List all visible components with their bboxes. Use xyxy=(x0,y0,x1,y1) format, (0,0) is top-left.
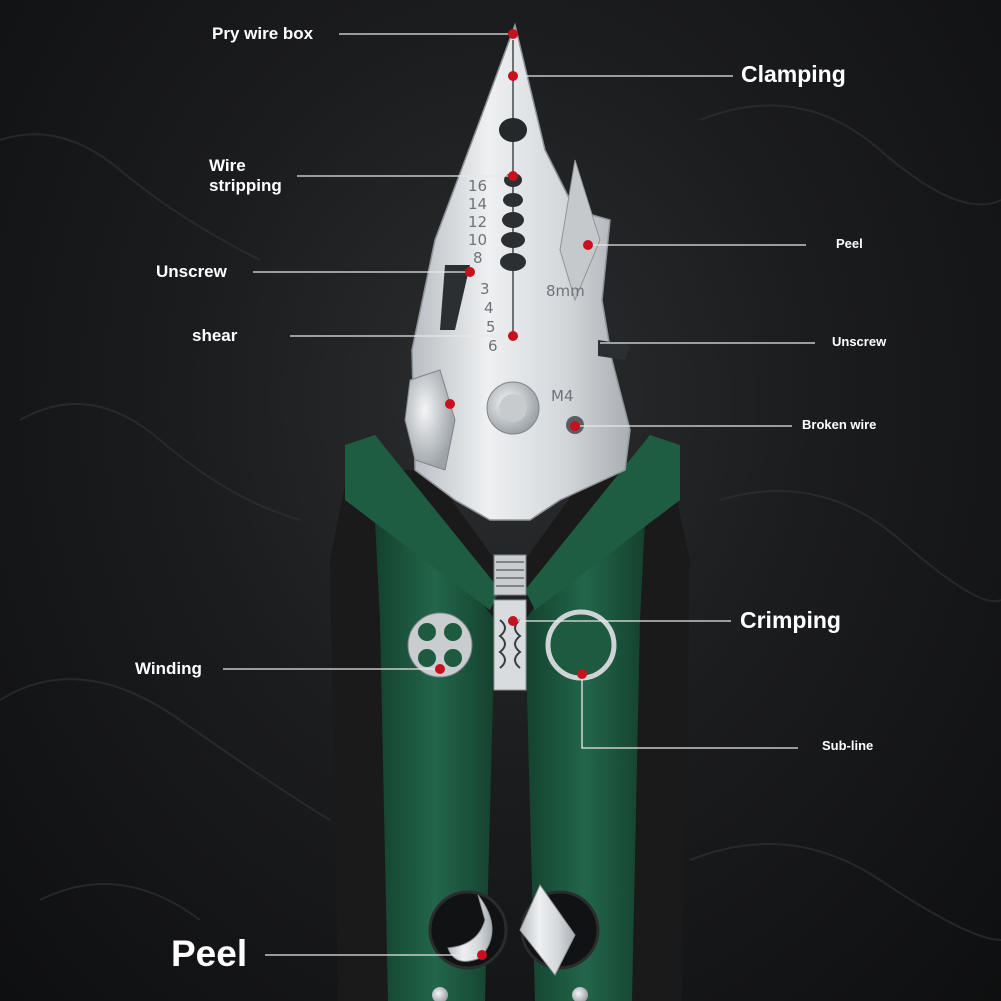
screw-label-5: 5 xyxy=(486,318,496,336)
red-dot-marker-icon xyxy=(508,331,518,341)
label-broken-wire: Broken wire xyxy=(802,417,877,432)
bolt-size-label: 8mm xyxy=(546,282,585,300)
screw-label-6: 6 xyxy=(488,337,498,355)
awg-label-12: 12 xyxy=(468,213,487,231)
red-dot-marker-icon xyxy=(445,399,455,409)
label-wire-stripping-line1: Wire xyxy=(209,156,246,175)
label-peel-bottom: Peel xyxy=(171,933,248,974)
awg-label-16: 16 xyxy=(468,177,487,195)
bottom-peel-blades xyxy=(428,883,600,1001)
screw-label-4: 4 xyxy=(484,299,494,317)
red-dot-marker-icon xyxy=(583,240,593,250)
jaw-head: 16 14 12 10 8 3 4 5 6 8mm M4 xyxy=(404,22,631,691)
label-sub-line: Sub-line xyxy=(822,738,874,753)
label-clamping: Clamping xyxy=(741,61,846,87)
red-dot-marker-icon xyxy=(435,664,445,674)
screw-label-3: 3 xyxy=(480,280,490,298)
red-markers xyxy=(435,29,593,960)
red-dot-marker-icon xyxy=(477,950,487,960)
label-crimping: Crimping xyxy=(740,607,841,633)
screw-thread-label: M4 xyxy=(551,387,574,405)
awg-label-10: 10 xyxy=(468,231,487,249)
label-wire-stripping-line2: stripping xyxy=(209,175,282,195)
red-dot-marker-icon xyxy=(508,71,518,81)
screw-scale: 3 4 5 6 xyxy=(480,280,498,355)
label-peel-top: Peel xyxy=(836,236,863,251)
label-unscrew-left: Unscrew xyxy=(156,262,227,281)
red-dot-marker-icon xyxy=(570,421,580,431)
label-pry-wire-box: Pry wire box xyxy=(212,24,314,43)
red-dot-marker-icon xyxy=(577,669,587,679)
red-dot-marker-icon xyxy=(508,29,518,39)
label-unscrew-right: Unscrew xyxy=(832,334,887,349)
awg-label-14: 14 xyxy=(468,195,487,213)
red-dot-marker-icon xyxy=(465,267,475,277)
awg-label-8: 8 xyxy=(473,249,483,267)
callout-line xyxy=(581,674,798,749)
red-dot-marker-icon xyxy=(508,171,518,181)
label-winding: Winding xyxy=(135,659,202,678)
sub-line-hole xyxy=(545,609,617,681)
label-wire-stripping: Wire stripping xyxy=(209,156,282,195)
callout-lines xyxy=(223,33,815,956)
background-texture xyxy=(0,104,1001,941)
awg-scale: 16 14 12 10 8 xyxy=(468,177,487,267)
red-dot-marker-icon xyxy=(508,616,518,626)
label-shear: shear xyxy=(192,326,238,345)
winding-hole xyxy=(407,612,473,678)
